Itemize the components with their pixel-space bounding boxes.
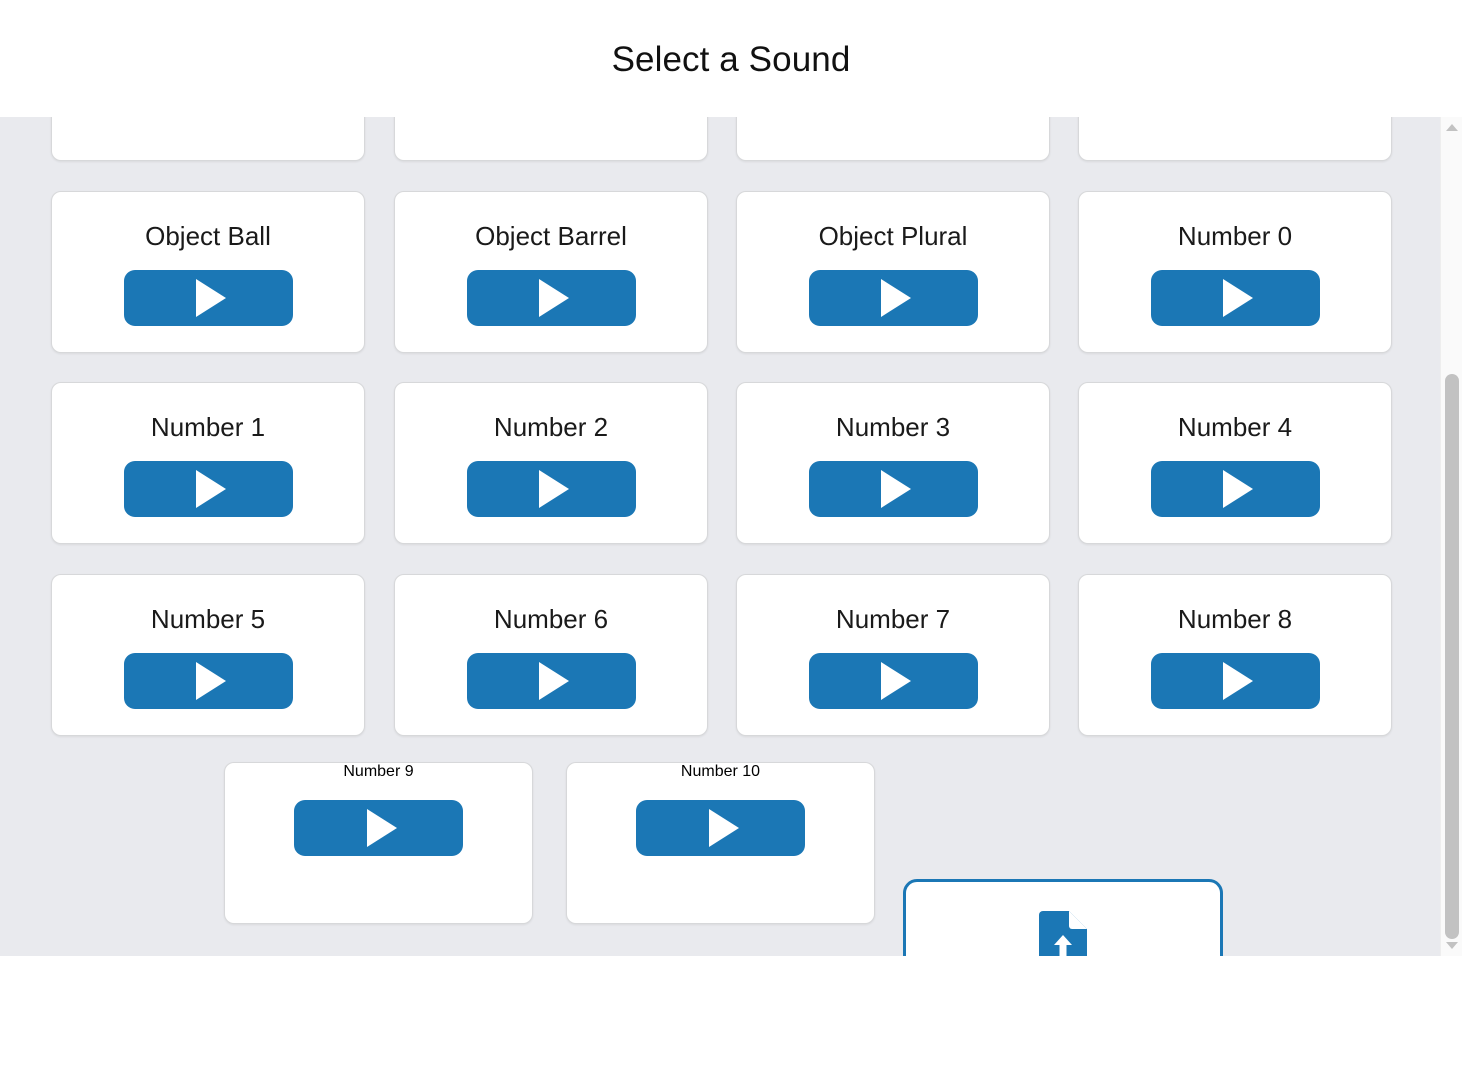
play-icon [1223,470,1253,508]
sound-card-label: Number 9 [343,763,414,780]
sound-row: Number 1 Number 2 Number 3 Number 4 [0,382,1440,544]
sound-grid-viewport: Object Ball Object Barrel Object Plural … [0,117,1440,956]
sound-card-number-9[interactable]: Number 9 [224,762,533,924]
sound-row: Number 5 Number 6 Number 7 Number 8 [0,574,1440,736]
play-button[interactable] [123,461,293,517]
play-icon [366,809,397,847]
sound-card-number-8[interactable]: Number 8 [1078,574,1392,736]
play-icon [1223,662,1253,700]
sound-card-label: Number 1 [150,412,266,442]
sound-card-number-6[interactable]: Number 6 [394,574,708,736]
sound-card-object-ball[interactable]: Object Ball [51,191,365,353]
sound-row-partial [0,117,1440,161]
scrollbar-thumb[interactable] [1445,374,1459,939]
sound-card-label: Object Barrel [475,221,627,251]
file-upload-icon [1039,911,1087,956]
sound-row-last: Number 9 Number 10 [0,762,1440,932]
play-icon [196,279,226,317]
play-button[interactable] [123,653,293,709]
sound-card-label: Number 0 [1177,221,1293,251]
play-button[interactable] [1150,270,1320,326]
play-icon [196,662,226,700]
dialog-footer: Cancel Select File [0,956,1462,1090]
sound-card-number-4[interactable]: Number 4 [1078,382,1392,544]
sound-card-label: Number 3 [835,412,951,442]
play-button[interactable] [123,270,293,326]
sound-card-label: Number 6 [493,604,609,634]
play-icon [539,470,569,508]
sound-card-label: Number 8 [1177,604,1293,634]
play-button[interactable] [808,461,978,517]
sound-card-number-1[interactable]: Number 1 [51,382,365,544]
sound-row: Object Ball Object Barrel Object Plural … [0,191,1440,353]
sound-card[interactable] [736,117,1050,161]
play-button[interactable] [636,800,805,856]
sound-card-label: Number 5 [150,604,266,634]
sound-card[interactable] [51,117,365,161]
sound-card-object-plural[interactable]: Object Plural [736,191,1050,353]
vertical-scrollbar[interactable] [1440,117,1462,956]
play-button[interactable] [294,800,463,856]
sound-card-number-2[interactable]: Number 2 [394,382,708,544]
sound-card-number-7[interactable]: Number 7 [736,574,1050,736]
play-icon [196,470,226,508]
sound-card[interactable] [394,117,708,161]
sound-card-number-5[interactable]: Number 5 [51,574,365,736]
sound-card[interactable] [1078,117,1392,161]
play-button[interactable] [466,270,636,326]
play-button[interactable] [466,653,636,709]
play-icon [708,809,739,847]
sound-card-label: Object Ball [145,221,271,251]
chevron-down-icon [1445,942,1458,949]
sound-card-number-0[interactable]: Number 0 [1078,191,1392,353]
scroll-down-button[interactable] [1441,935,1462,956]
chevron-up-icon [1445,124,1458,131]
play-icon [539,279,569,317]
play-button[interactable] [466,461,636,517]
play-button[interactable] [1150,461,1320,517]
sound-card-label: Number 4 [1177,412,1293,442]
sound-card-number-3[interactable]: Number 3 [736,382,1050,544]
play-icon [881,279,911,317]
play-icon [1223,279,1253,317]
sound-card-number-10[interactable]: Number 10 [566,762,875,924]
upload-custom-sound-card[interactable]: Upload Custom Sound [903,879,1223,956]
page-title: Select a Sound [611,40,851,79]
play-icon [881,470,911,508]
play-button[interactable] [808,653,978,709]
sound-card-label: Number 10 [680,763,761,780]
play-icon [881,662,911,700]
play-button[interactable] [808,270,978,326]
play-button[interactable] [1150,653,1320,709]
scroll-up-button[interactable] [1441,117,1462,138]
sound-card-label: Object Plural [818,221,968,251]
sound-card-label: Number 7 [835,604,951,634]
sound-grid-container: Object Ball Object Barrel Object Plural … [0,117,1462,956]
play-icon [539,662,569,700]
sound-card-object-barrel[interactable]: Object Barrel [394,191,708,353]
sound-card-label: Number 2 [493,412,609,442]
